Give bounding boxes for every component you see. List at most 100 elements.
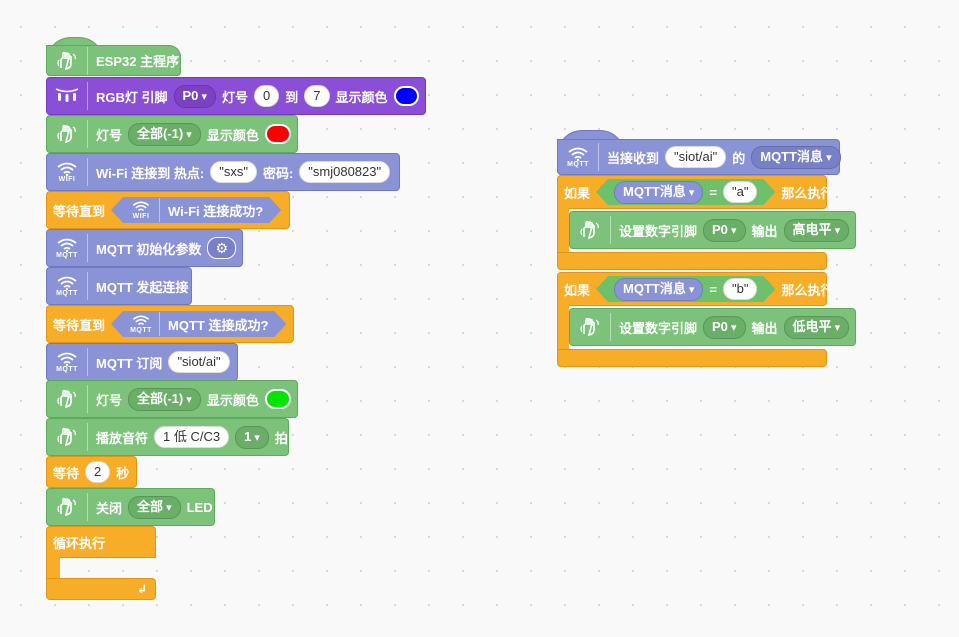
mqtt-connect-label: MQTT 发起连接 <box>96 279 189 295</box>
wifi-ssid-input[interactable]: "sxs" <box>210 161 257 183</box>
rgb-pin-label: RGB灯 引脚 <box>96 89 168 105</box>
of-label: 的 <box>732 150 746 166</box>
mqtt-topic-input[interactable]: "siot/ai" <box>168 351 230 373</box>
play-tone-block[interactable]: 播放音符 1 低 C/C3 1 拍 <box>46 418 289 456</box>
if-arm-b <box>557 305 569 350</box>
mqtt-connect-block[interactable]: MQTT MQTT 发起连接 <box>46 267 192 305</box>
gear-icon[interactable]: ⚙ <box>207 237 236 259</box>
mqtt-message-reporter[interactable]: MQTT消息 <box>751 145 841 169</box>
mqtt-connected-condition[interactable]: MQTT MQTT 连接成功? <box>111 311 286 337</box>
mqtt-icon: MQTT <box>53 272 88 300</box>
forever-loop-arm <box>46 557 60 579</box>
loop-arrow-icon: ↲ <box>136 582 147 596</box>
mqtt-init-block[interactable]: MQTT MQTT 初始化参数 ⚙ <box>46 229 243 267</box>
lamp-label: 灯号 <box>96 127 123 143</box>
if-label: 如果 <box>564 282 591 298</box>
play-tone-label: 播放音符 <box>96 430 149 446</box>
color-swatch-blue[interactable] <box>393 86 419 106</box>
compare-value-a[interactable]: "a" <box>723 181 757 203</box>
main-program-hat-block[interactable]: ESP32 主程序 <box>46 45 181 76</box>
mqtt-icon-caption: MQTT <box>130 326 152 334</box>
set-pin-label: 设置数字引脚 <box>619 223 698 239</box>
mqtt-receive-hat-block[interactable]: MQTT 当接收到 "siot/ai" 的 MQTT消息 <box>557 139 841 175</box>
close-led-block[interactable]: 关闭 全部 LED <box>46 488 215 526</box>
then-label: 那么执行 <box>781 282 834 298</box>
level-dropdown[interactable]: 低电平 <box>783 315 850 339</box>
lamp-color-block-2[interactable]: 灯号 全部(-1) 显示颜色 <box>46 380 298 418</box>
if-header-a: 如果 MQTT消息 = "a" 那么执行 <box>557 175 834 209</box>
equals-condition-a[interactable]: MQTT消息 = "a" <box>596 179 775 205</box>
output-label: 输出 <box>751 320 778 336</box>
close-label: 关闭 <box>96 500 123 516</box>
wifi-icon: WIFI <box>53 158 88 186</box>
main-program-label: ESP32 主程序 <box>96 54 180 69</box>
equals-condition-b[interactable]: MQTT消息 = "b" <box>596 276 775 302</box>
if-header-b: 如果 MQTT消息 = "b" 那么执行 <box>557 272 834 306</box>
set-pin-label: 设置数字引脚 <box>619 320 698 336</box>
wifi-icon: WIFI <box>129 198 160 222</box>
hand-wave-icon <box>53 385 88 413</box>
mqtt-subscribe-label: MQTT 订阅 <box>96 355 163 371</box>
mqtt-init-label: MQTT 初始化参数 <box>96 241 202 257</box>
wifi-password-input[interactable]: "smj080823" <box>299 161 391 183</box>
wait-wifi-block[interactable]: 等待直到 WIFI Wi-Fi 连接成功? <box>46 191 290 229</box>
level-dropdown[interactable]: 高电平 <box>783 218 850 242</box>
rgb-init-block[interactable]: RGB灯 引脚 P0 灯号 0 到 7 显示颜色 <box>46 77 426 115</box>
wifi-icon-caption: WIFI <box>58 175 76 183</box>
rgb-lamp-label: 灯号 <box>222 89 249 105</box>
wait-mqtt-block[interactable]: 等待直到 MQTT MQTT 连接成功? <box>46 305 294 343</box>
lamp-dropdown[interactable]: 全部(-1) <box>128 122 201 146</box>
mqtt-condition-label: MQTT 连接成功? <box>168 317 269 333</box>
mqtt-icon: MQTT <box>53 348 88 376</box>
color-swatch-green[interactable] <box>264 389 291 409</box>
wifi-connected-condition[interactable]: WIFI Wi-Fi 连接成功? <box>111 197 281 223</box>
hand-wave-icon <box>576 313 611 341</box>
wait-seconds-block[interactable]: 等待 2 秒 <box>46 456 137 488</box>
wifi-password-label: 密码: <box>262 165 294 181</box>
output-label: 输出 <box>751 223 778 239</box>
compare-value-b[interactable]: "b" <box>723 278 757 300</box>
color-swatch-red[interactable] <box>264 124 291 144</box>
if-label: 如果 <box>564 185 591 201</box>
close-target-dropdown[interactable]: 全部 <box>128 495 181 519</box>
color-label: 显示颜色 <box>206 127 259 143</box>
forever-loop-header: 循环执行 <box>46 526 156 558</box>
mqtt-message-var[interactable]: MQTT消息 <box>614 181 703 204</box>
rgb-pin-dropdown[interactable]: P0 <box>173 84 216 108</box>
mqtt-message-var[interactable]: MQTT消息 <box>614 278 703 301</box>
note-input[interactable]: 1 低 C/C3 <box>154 426 230 448</box>
wait-until-label: 等待直到 <box>53 203 106 219</box>
led-strip-icon <box>53 82 88 110</box>
forever-loop-block[interactable]: 循环执行 ↲ <box>46 526 156 600</box>
mqtt-icon-caption: MQTT <box>56 251 78 259</box>
lamp-color-block-1[interactable]: 灯号 全部(-1) 显示颜色 <box>46 115 298 153</box>
lamp-dropdown[interactable]: 全部(-1) <box>128 387 201 411</box>
rgb-from-input[interactable]: 0 <box>254 85 280 107</box>
wifi-connect-block[interactable]: WIFI Wi-Fi 连接到 热点: "sxs" 密码: "smj080823" <box>46 153 400 191</box>
mqtt-icon: MQTT <box>53 234 88 262</box>
set-digital-pin-block-b[interactable]: 设置数字引脚 P0 输出 低电平 <box>569 308 856 346</box>
if-footer-a <box>557 252 827 270</box>
pin-dropdown[interactable]: P0 <box>703 218 746 242</box>
if-block-b[interactable]: 如果 MQTT消息 = "b" 那么执行 设置数字引脚 P0 输出 低电平 <box>557 272 856 368</box>
mqtt-subscribe-block[interactable]: MQTT MQTT 订阅 "siot/ai" <box>46 343 238 381</box>
beats-dropdown[interactable]: 1 <box>235 425 269 449</box>
hand-wave-icon <box>53 46 88 75</box>
rgb-to-input[interactable]: 7 <box>304 85 330 107</box>
if-block-a[interactable]: 如果 MQTT消息 = "a" 那么执行 设置数字引脚 P0 输出 高电平 <box>557 175 856 271</box>
if-footer-b <box>557 349 827 367</box>
mqtt-icon-caption: MQTT <box>56 289 78 297</box>
rgb-color-label: 显示颜色 <box>335 89 388 105</box>
hand-wave-icon <box>576 216 611 244</box>
wait-until-label: 等待直到 <box>53 317 106 333</box>
receive-topic-input[interactable]: "siot/ai" <box>665 146 727 168</box>
wifi-condition-label: Wi-Fi 连接成功? <box>168 203 264 219</box>
beat-label: 拍 <box>274 430 288 446</box>
then-label: 那么执行 <box>781 185 834 201</box>
set-digital-pin-block-a[interactable]: 设置数字引脚 P0 输出 高电平 <box>569 211 856 249</box>
if-arm-a <box>557 208 569 253</box>
wifi-hotspot-label: Wi-Fi 连接到 热点: <box>96 165 205 181</box>
seconds-input[interactable]: 2 <box>85 461 111 483</box>
pin-dropdown[interactable]: P0 <box>703 315 746 339</box>
forever-loop-label: 循环执行 <box>53 535 106 551</box>
